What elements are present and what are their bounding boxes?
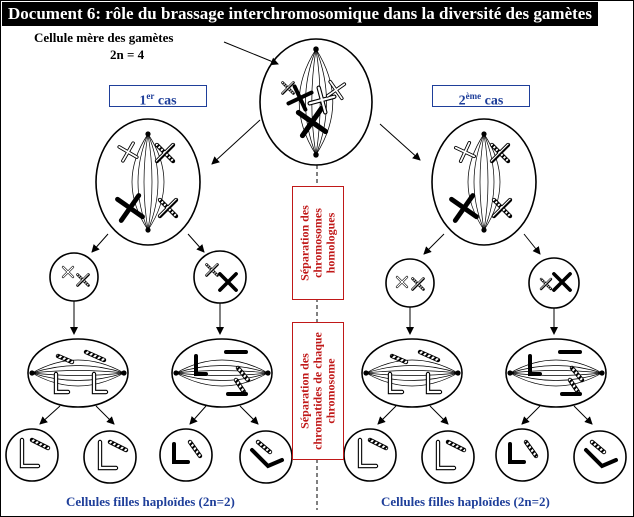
- daughter-cell-5: [343, 428, 397, 482]
- case2-meiosis2-b: [505, 338, 607, 408]
- case2-metaphase-cell: [431, 118, 537, 246]
- case1-meiosis2-a: [27, 338, 129, 408]
- document-title: Document 6: rôle du brassage interchromo…: [2, 2, 598, 26]
- daughter-cell-3: [159, 428, 213, 482]
- meiosis2-label-box: Séparation des chromatides de chaque chr…: [292, 322, 344, 460]
- meiosis1-label-line3: homologues: [323, 212, 338, 274]
- daughter-cell-7: [495, 428, 549, 482]
- daughter-cells-label-left: Cellules filles haploïdes (2n=2): [66, 494, 235, 509]
- meiosis1-label-box: Séparation des chromosomes homologues: [292, 186, 344, 300]
- case2-cell-a: [385, 258, 435, 308]
- daughter-cell-2: [83, 430, 137, 484]
- case-1-label: 1er cas: [109, 85, 207, 109]
- arrow-to-case2: [379, 123, 421, 161]
- case1-meiosis2-b: [171, 338, 273, 408]
- mother-cell: [259, 38, 373, 166]
- daughter-cell-6: [421, 430, 475, 484]
- daughter-cell-1: [5, 428, 59, 482]
- case1-metaphase-cell: [95, 118, 201, 246]
- case-2-ordinal: ème: [465, 91, 482, 101]
- meiosis2-label: Séparation des chromatides de chaque chr…: [298, 332, 338, 450]
- case-1-number: 1: [139, 93, 147, 109]
- daughter-cells-label-right: Cellules filles haploïdes (2n=2): [381, 494, 550, 509]
- daughter-cell-8: [573, 430, 627, 484]
- mother-cell-pointer: [223, 41, 279, 66]
- mother-cell-label: Cellule mère des gamètes: [34, 30, 174, 45]
- case-1-word: cas: [154, 93, 177, 109]
- case-1-ordinal: er: [146, 91, 155, 101]
- arrow-to-case1: [211, 119, 261, 165]
- case-2-word: cas: [481, 93, 504, 109]
- case-2-number: 2: [458, 93, 466, 109]
- meiosis1-label: Séparation des chromosomes homologues: [298, 205, 338, 281]
- case2-cell-b: [528, 257, 580, 309]
- case1-cell-a: [49, 252, 99, 302]
- case1-cell-b: [193, 250, 247, 304]
- mother-cell-ploidy: 2n = 4: [110, 47, 145, 62]
- daughter-cell-4: [239, 430, 293, 484]
- case2-meiosis2-a: [361, 338, 463, 408]
- case-2-label: 2ème cas: [432, 85, 530, 109]
- meiosis2-label-line3: chromosome: [323, 358, 338, 424]
